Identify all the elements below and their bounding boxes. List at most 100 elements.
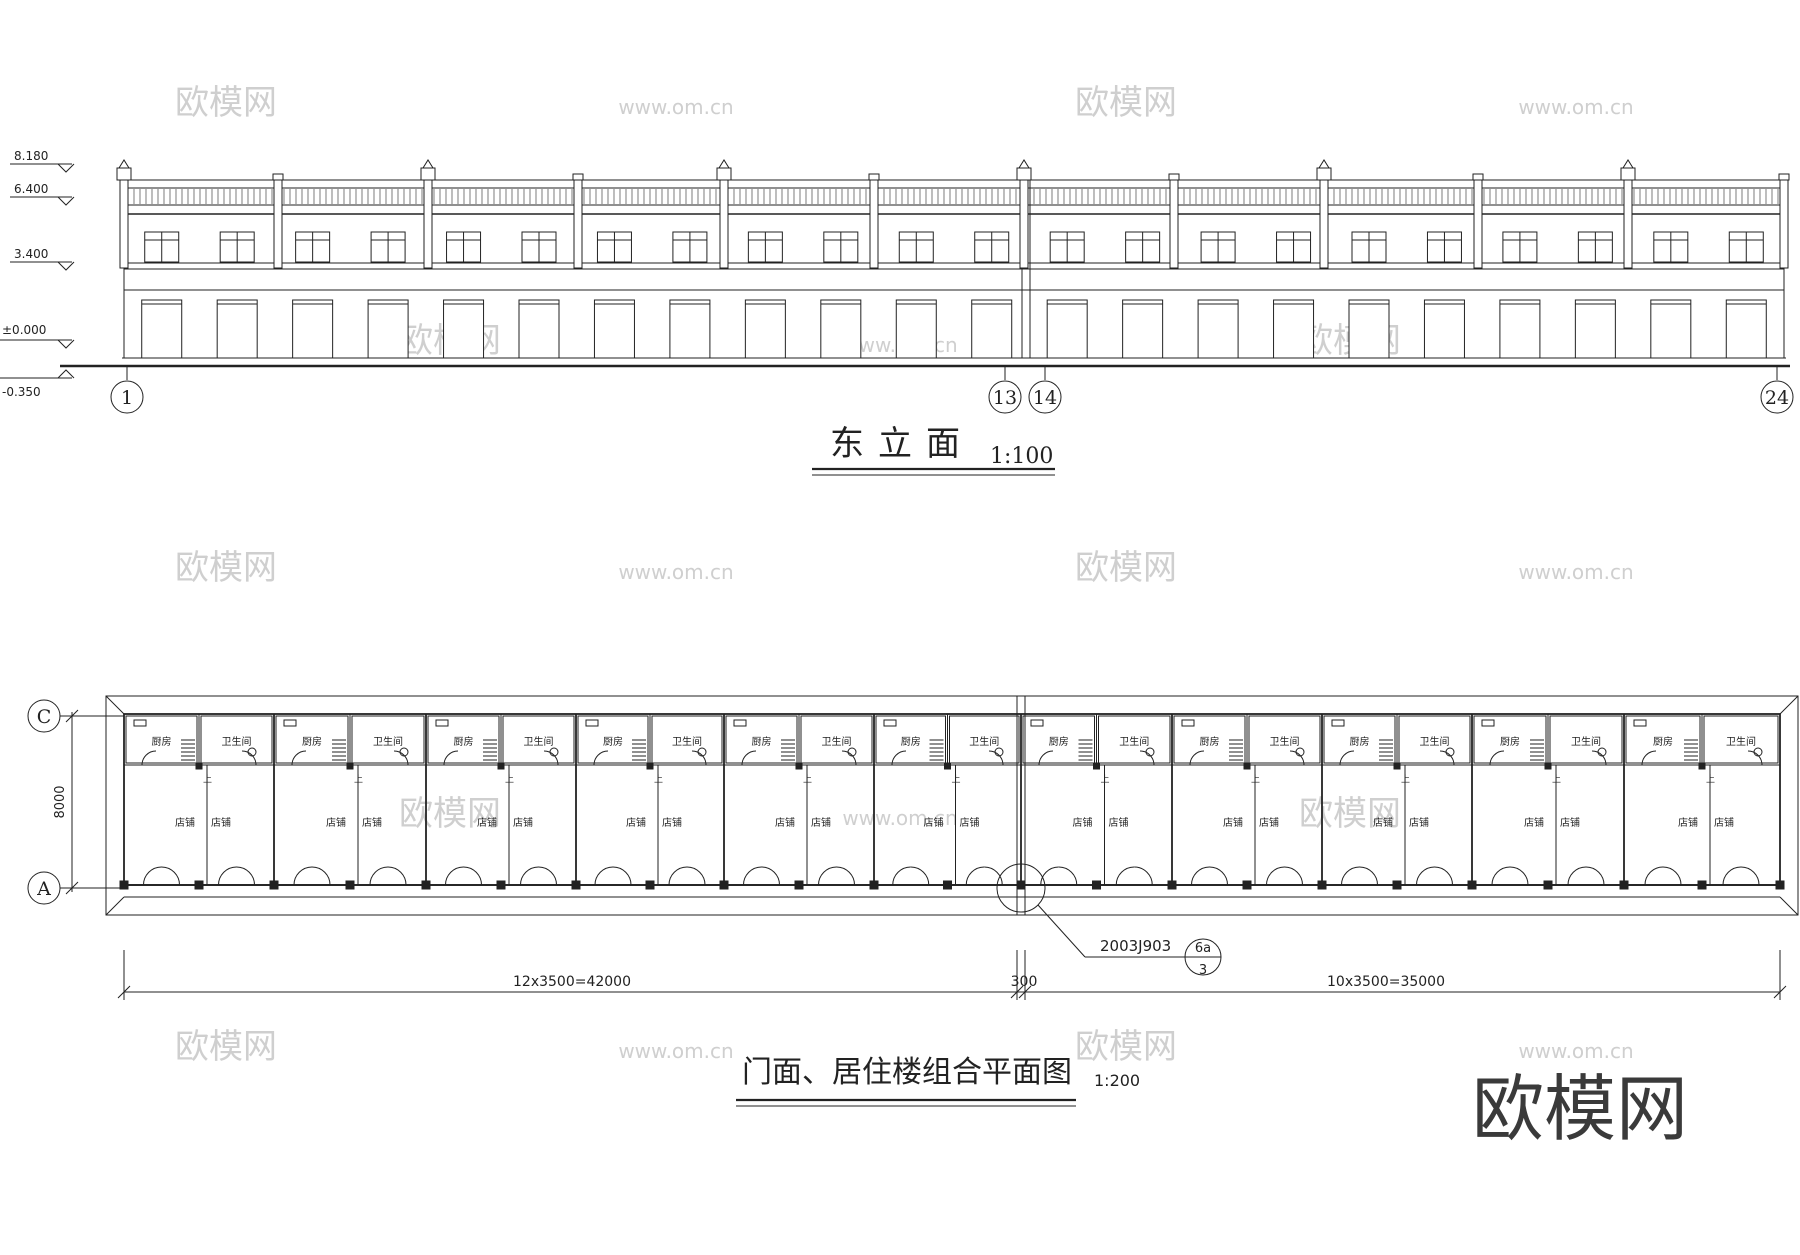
stair-up-label: 上: [1251, 774, 1260, 785]
shop-door-swing: [1567, 866, 1587, 886]
kitchen-room: [1323, 715, 1396, 764]
pilasters: [116, 159, 1790, 269]
shop-label: 店铺: [477, 816, 497, 829]
pilaster: [1169, 179, 1179, 269]
shop-door-swing: [445, 866, 464, 886]
shop-door-swing: [1058, 866, 1078, 886]
shop-door-swing: [984, 866, 1003, 886]
watermark-brand: 欧模网: [175, 548, 277, 588]
stair-up-label: 上: [1101, 774, 1110, 785]
toilet-label: 卫生间: [222, 735, 252, 748]
pilaster: [119, 179, 129, 269]
shop-door-swing: [463, 866, 482, 886]
detail-sheet: 3: [1199, 963, 1207, 978]
shop-door-swing: [1509, 866, 1529, 886]
stair-up-label: 上: [803, 774, 812, 785]
stair-up-label: 上: [1706, 774, 1715, 785]
shop-door-swing: [1359, 866, 1378, 886]
door-swing: [841, 750, 857, 766]
sink-fixture: [1181, 719, 1195, 727]
shopfront-door: [141, 299, 183, 359]
shop-door-swing: [520, 866, 539, 886]
toilet-room: [1248, 715, 1321, 764]
shop-door-swing: [143, 866, 162, 886]
axis-bubble-13: 13: [988, 366, 1022, 414]
door-swing: [1189, 750, 1205, 766]
column: [795, 762, 803, 770]
length-dimension: [117, 950, 1787, 1000]
shopfront-door: [744, 299, 786, 359]
door-swing: [1591, 750, 1607, 766]
pilaster-cap: [572, 173, 584, 181]
shop-door-swing: [1740, 866, 1760, 886]
sink-fixture: [283, 719, 297, 727]
brand-logo: 欧模网: [1472, 1067, 1688, 1151]
shop-label: 店铺: [1714, 816, 1734, 829]
axis-bubble-14: 14: [1028, 366, 1062, 414]
shopfront-door: [1725, 299, 1767, 359]
column: [497, 762, 505, 770]
shopfront-door: [443, 299, 485, 359]
shop-door-swing: [161, 866, 180, 886]
toilet-room: [1703, 715, 1779, 764]
shop-door-swing: [1115, 866, 1135, 886]
shop-door-swing: [1266, 866, 1285, 886]
shop-label: 店铺: [1223, 816, 1243, 829]
pilaster-finial: [1018, 159, 1030, 169]
level-markers: [0, 163, 75, 379]
axis-bubble-24: 24: [1760, 366, 1794, 414]
shop-door-swing: [1209, 866, 1228, 886]
pilaster: [1473, 179, 1483, 269]
shop-label: 店铺: [1109, 816, 1129, 829]
axis-label-14: 14: [1033, 387, 1057, 409]
shopfront-door: [895, 299, 937, 359]
toilet-room: [351, 715, 425, 764]
shop-label: 店铺: [626, 816, 646, 829]
shopfront-door: [1650, 299, 1692, 359]
elevation-doors: [141, 299, 1767, 359]
level-label-0000: ±0.000: [2, 323, 46, 337]
toilet-room: [200, 715, 273, 764]
axis-label-24: 24: [1765, 387, 1789, 409]
shop-door-swing: [743, 866, 762, 886]
shop-door-swing: [612, 866, 632, 886]
column: [421, 880, 431, 890]
watermark-brand: 欧模网: [399, 794, 501, 834]
shop-label: 店铺: [211, 816, 231, 829]
shop-label: 店铺: [362, 816, 382, 829]
column: [194, 880, 204, 890]
shopfront-door: [1574, 299, 1616, 359]
pilaster-cap: [116, 167, 132, 181]
kitchen-room: [1625, 715, 1701, 764]
door-swing: [1139, 750, 1155, 766]
column: [1243, 762, 1251, 770]
shopfront-door: [518, 299, 560, 359]
sink-fixture: [435, 719, 449, 727]
pilaster-cap: [272, 173, 284, 181]
shop-door-swing: [836, 866, 855, 886]
elevation-title: 东立面: [830, 424, 974, 464]
shopfront-door: [1046, 299, 1088, 359]
pilaster-cap: [868, 173, 880, 181]
column: [1697, 880, 1707, 890]
column: [1167, 880, 1177, 890]
column: [1092, 880, 1101, 890]
east-elevation: 8.180 6.400 3.400 ±0.000 -0.350 1: [0, 149, 1794, 476]
shop-door-swing: [1191, 866, 1210, 886]
shop-label: 店铺: [960, 816, 980, 829]
watermark-site: www.om.cn: [618, 95, 733, 119]
shop-door-swing: [387, 866, 407, 886]
kitchen-room: [577, 715, 649, 764]
pilaster-finial: [1622, 159, 1634, 169]
shop-label: 店铺: [1409, 816, 1429, 829]
pilaster-cap: [1472, 173, 1484, 181]
shopfront-door: [1348, 299, 1390, 359]
plan-axis-a: A: [27, 871, 124, 905]
shop-door-swing: [1644, 866, 1664, 886]
shop-door-swing: [1491, 866, 1511, 886]
elevation-scale: 1:100: [990, 444, 1053, 469]
watermark-site: www.om.cn: [1518, 95, 1633, 119]
pilaster: [719, 179, 729, 269]
dimension-right: 10x3500=35000: [1327, 974, 1445, 990]
